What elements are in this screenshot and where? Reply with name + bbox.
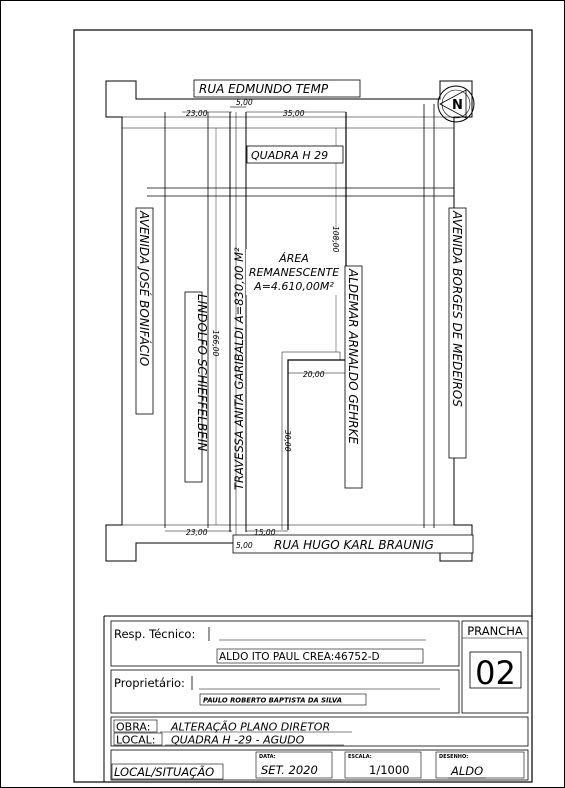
dim-top-left: 23,00 — [186, 109, 208, 118]
top-street-name: RUA EDMUNDO TEMP — [199, 82, 329, 96]
dim-step-vertical: 30,00 — [283, 430, 292, 452]
dim-bottom-left: 23,00 — [186, 528, 208, 537]
resp-box — [110, 620, 460, 667]
desenho-label: DESENHO: — [439, 754, 468, 760]
area-label-line-2: REMANESCENTE — [249, 266, 339, 279]
north-arrow-icon: N — [437, 85, 475, 123]
owner-label: Proprietário: — [114, 676, 185, 690]
escala-label: ESCALA: — [348, 754, 372, 760]
aldemar-street-name: ALDEMAR ARNALDO GEHRKE — [346, 268, 360, 444]
resp-value: ALDO ITO PAUL CREA:46752-D — [219, 651, 380, 663]
left-avenue-name: AVENIDA JOSÉ BONIFÁCIO — [137, 210, 152, 366]
block-name: QUADRA H 29 — [251, 149, 328, 162]
dim-bottom-small: 5,00 — [236, 541, 253, 550]
area-label-line-3: A=4.610,00M² — [253, 280, 334, 293]
travessa-street-name: TRAVESSA ANITA GARIBALDI A=830,00 M² — [232, 247, 246, 490]
dim-bottom-mid: 15,00 — [254, 528, 276, 537]
left-avenue-label-box — [135, 207, 154, 415]
sheet-info-box — [110, 749, 529, 781]
resp-label: Resp. Técnico: — [114, 627, 195, 641]
dim-vert-left: 166,00 — [211, 330, 220, 356]
title-block: Resp. Técnico: ALDO ITO PAUL CREA:46752-… — [103, 615, 532, 782]
prancha-number-box — [469, 651, 522, 689]
prancha-number: 02 — [475, 654, 516, 692]
escala-box — [344, 751, 422, 779]
obra-value: ALTERAÇÃO PLANO DIRETOR — [170, 721, 330, 734]
street-outline — [105, 80, 473, 562]
block-name-box — [246, 145, 344, 164]
resp-value-box — [216, 648, 424, 664]
right-avenue-label-box — [448, 207, 467, 459]
prancha-label: PRANCHA — [467, 624, 523, 638]
lindolfo-street-name: LINDOLFO SCHIEFFELBEIN — [195, 294, 209, 451]
area-label-line-1: ÁREA — [278, 252, 309, 265]
obra-label: OBRA: — [116, 721, 150, 734]
lindolfo-label-box — [184, 291, 203, 483]
owner-value: PAULO ROBERTO BAPTISTA DA SILVA — [203, 697, 342, 705]
north-label: N — [452, 98, 463, 113]
escala-value: 1/1000 — [369, 763, 409, 777]
top-street-label-box — [193, 79, 361, 98]
local-value: QUADRA H -29 - AGUDO — [171, 734, 305, 747]
area-label-backdrop — [246, 249, 342, 295]
sheet-title: LOCAL/SITUAÇÃO — [114, 764, 214, 779]
prancha-box — [461, 620, 529, 714]
data-label: DATA: — [259, 754, 276, 760]
lot-step-offset — [281, 351, 341, 530]
bottom-street-label-box — [232, 534, 474, 554]
owner-value-box — [199, 693, 367, 706]
data-value: SET. 2020 — [261, 763, 318, 777]
right-avenue-name: AVENIDA BORGES DE MEDEIROS — [450, 210, 464, 407]
obra-box — [110, 716, 529, 747]
local-label: LOCAL: — [116, 734, 155, 747]
data-box — [255, 751, 333, 779]
owner-box — [110, 669, 460, 714]
dim-top-mid: 5,00 — [236, 98, 253, 107]
inner-border — [73, 29, 533, 783]
lot-step-boundary — [287, 359, 346, 530]
dim-step-horizontal: 20,00 — [303, 370, 325, 379]
bottom-street-name: RUA HUGO KARL BRAUNIG — [274, 538, 434, 552]
dim-vert-right: 108,00 — [331, 226, 340, 252]
aldemar-label-box — [344, 265, 363, 489]
desenho-value: ALDO — [450, 764, 483, 778]
dim-top-right: 35,00 — [283, 109, 305, 118]
